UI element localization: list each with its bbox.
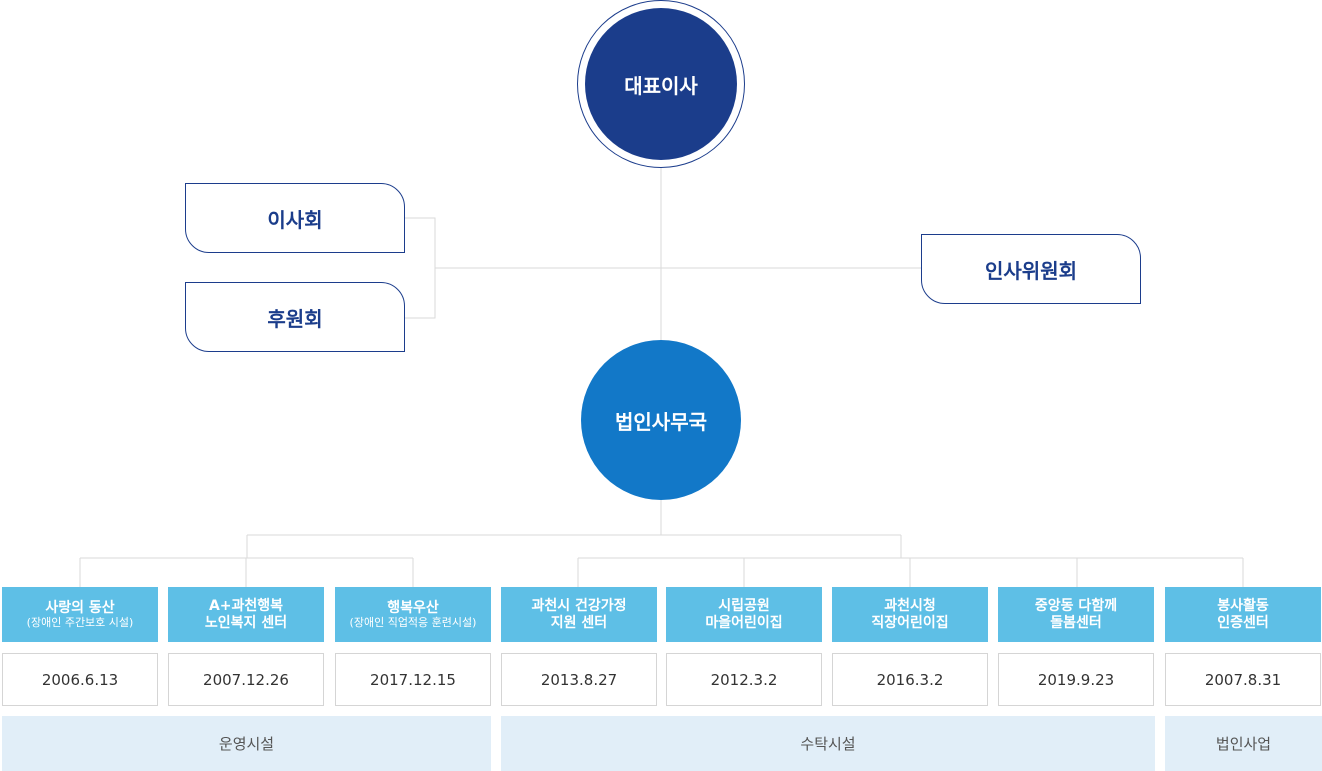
facility-date: 2013.8.27: [501, 653, 657, 706]
facility-date: 2019.9.23: [998, 653, 1154, 706]
facility-name: 중앙동 다함께: [1034, 597, 1118, 614]
category-label: 법인사업: [1215, 735, 1272, 753]
facility-subtitle: (장애인 직업적응 훈련시설): [349, 616, 477, 630]
facility-header: 행복우산(장애인 직업적응 훈련시설): [335, 587, 491, 642]
facility-name: 행복우산: [387, 599, 439, 616]
facility-name: 노인복지 센터: [204, 614, 288, 631]
facility-name: 지원 센터: [550, 614, 608, 631]
office-node: 법인사무국: [581, 340, 741, 500]
facility-date: 2017.12.15: [335, 653, 491, 706]
facility-subtitle: (장애인 주간보호 시설): [26, 616, 134, 630]
board-label: 이사회: [267, 207, 323, 232]
facility-name: 봉사활동: [1217, 597, 1269, 614]
facility-header: 사랑의 동산(장애인 주간보호 시설): [2, 587, 158, 642]
facility-date: 2007.8.31: [1165, 653, 1321, 706]
facility-date: 2007.12.26: [168, 653, 324, 706]
personnel-committee-node: 인사위원회: [921, 234, 1141, 304]
facility-name: 과천시청: [884, 597, 936, 614]
facility-date: 2016.3.2: [832, 653, 988, 706]
category-corporate: 법인사업: [1165, 716, 1322, 771]
facility-name: A+과천행복: [208, 597, 284, 614]
facility-name: 직장어린이집: [871, 614, 949, 631]
facility-name: 돌봄센터: [1050, 614, 1102, 631]
category-label: 수탁시설: [800, 735, 856, 753]
facility-name: 과천시 건강가정: [531, 597, 627, 614]
category-label: 운영시설: [218, 735, 275, 753]
supporters-label: 후원회: [267, 306, 323, 331]
personnel-committee-label: 인사위원회: [985, 258, 1077, 283]
category-consigned: 수탁시설: [501, 716, 1155, 771]
facility-name: 시립공원: [718, 597, 770, 614]
facility-name: 마을어린이집: [705, 614, 783, 631]
category-operated: 운영시설: [2, 716, 491, 771]
facility-date: 2012.3.2: [666, 653, 822, 706]
ceo-node: 대표이사: [585, 8, 737, 160]
facility-date: 2006.6.13: [2, 653, 158, 706]
board-node: 이사회: [185, 183, 405, 253]
ceo-label: 대표이사: [624, 73, 698, 98]
facility-name: 사랑의 동산: [45, 599, 115, 616]
supporters-node: 후원회: [185, 282, 405, 352]
facility-name: 인증센터: [1217, 614, 1269, 631]
office-label: 법인사무국: [615, 409, 707, 434]
